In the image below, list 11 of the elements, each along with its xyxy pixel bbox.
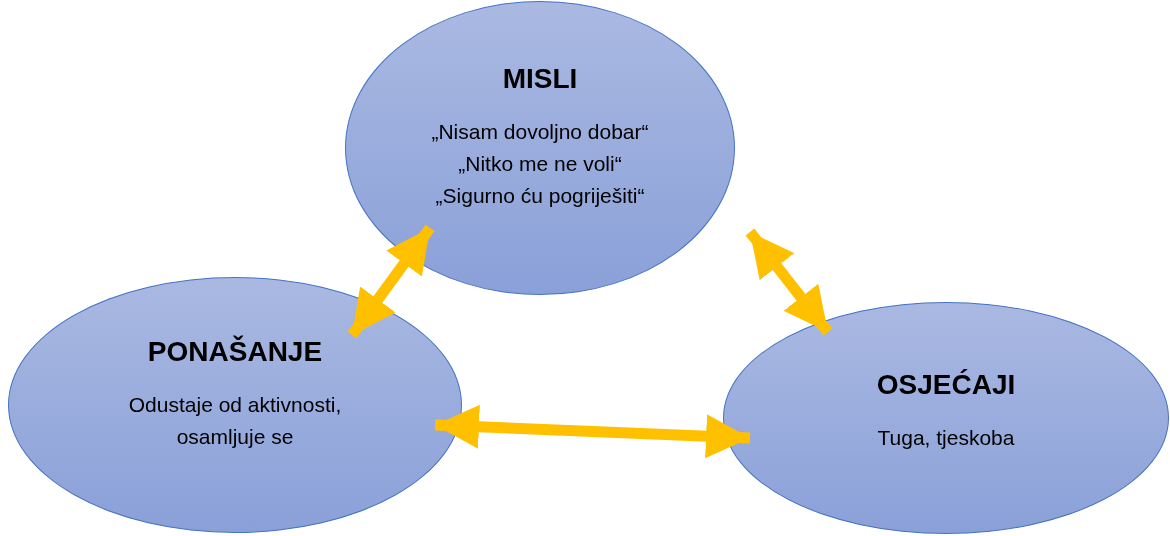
double-arrow [434, 404, 751, 459]
node-text: „Nitko me ne voli“ [457, 150, 623, 177]
node-heading: OSJEĆAJI [876, 367, 1016, 402]
node-text: „Nisam dovoljno dobar“ [430, 118, 650, 145]
node-text: Odustaje od aktivnosti, osamljuje se [127, 391, 343, 450]
node-text: „Sigurno ću pogriješiti“ [434, 182, 646, 209]
node-heading: PONAŠANJE [147, 334, 323, 369]
node-heading: MISLI [502, 61, 578, 96]
double-arrow [347, 224, 435, 339]
node-text: Tuga, tjeskoba [876, 424, 1016, 451]
double-arrow [745, 228, 833, 336]
